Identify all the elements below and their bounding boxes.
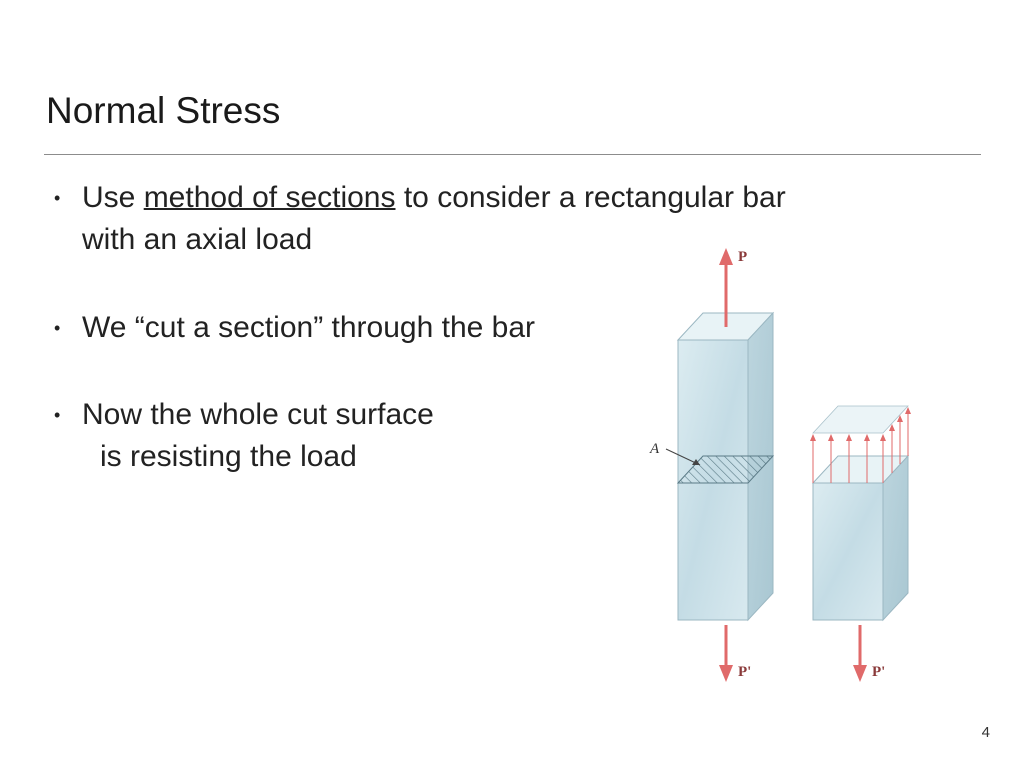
full-bar — [676, 311, 775, 622]
bullet-text: We “cut a section” through the bar — [82, 311, 536, 344]
bullet-dot: • — [54, 318, 61, 338]
label-p: P — [738, 249, 747, 265]
bullet-text: to consider a rectangular bar — [395, 181, 786, 214]
bullet-dot: • — [54, 405, 61, 425]
page-number: 4 — [981, 724, 990, 741]
method-of-sections-link[interactable]: method of sections — [143, 181, 396, 214]
label-area-a: A — [649, 441, 660, 457]
load-arrow-p-prime-right — [853, 625, 867, 682]
load-arrow-p — [719, 248, 733, 327]
bullet-text-line2: is resisting the load — [100, 440, 357, 473]
label-p-prime-right: P' — [872, 664, 885, 680]
stress-distribution-arrows — [810, 407, 911, 483]
bullet-text-line2: with an axial load — [82, 223, 313, 256]
title-divider — [44, 154, 981, 155]
bullet-dot: • — [54, 188, 61, 208]
bullet-item-cut-section: • We “cut a section” through the bar — [54, 307, 536, 349]
slide-title: Normal Stress — [46, 90, 281, 131]
load-arrow-p-prime-left — [719, 625, 733, 682]
axial-load-bar-figure: P P' A P' — [649, 248, 911, 682]
cut-bar — [811, 405, 910, 622]
area-leader-arrow — [665, 448, 701, 466]
bullet-item-cut-surface: • Now the whole cut surface is resisting… — [54, 394, 434, 478]
bullet-text: Use — [82, 181, 144, 214]
label-p-prime-left: P' — [738, 664, 751, 680]
bullet-text: Now the whole cut surface — [82, 398, 434, 431]
